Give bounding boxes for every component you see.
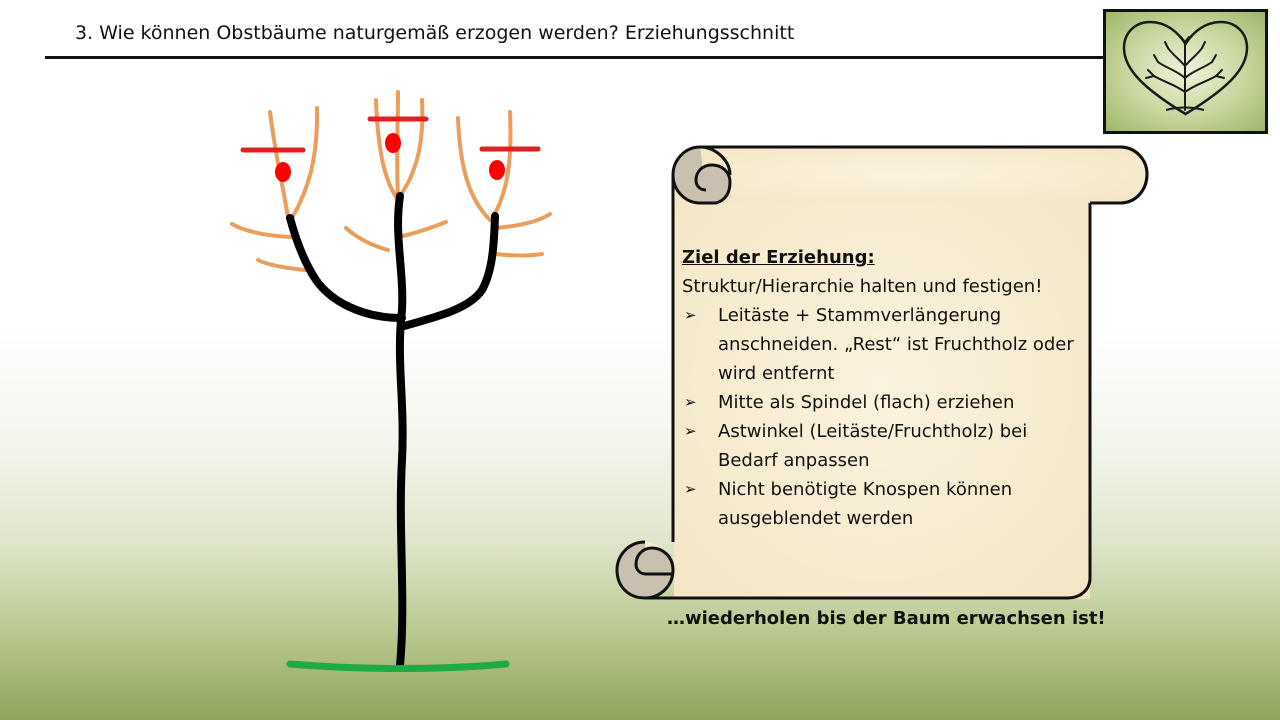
scroll-content: Ziel der Erziehung: Struktur/Hierarchie … (682, 243, 1082, 533)
logo (1103, 9, 1268, 134)
heart-tree-icon (1122, 20, 1249, 116)
title-divider (45, 56, 1105, 59)
scroll-subheading: Struktur/Hierarchie halten und festigen! (682, 276, 1043, 297)
arrow-bullet-icon: ➢ (684, 480, 697, 498)
point-list: ➢Leitäste + Stammverlängerung anschneide… (682, 301, 1082, 533)
ground-line (286, 660, 510, 672)
list-item: ➢Nicht benötigte Knospen können ausgeble… (682, 475, 1082, 533)
footer-note: …wiederholen bis der Baum erwachsen ist! (667, 608, 1106, 629)
scroll-heading: Ziel der Erziehung: (682, 247, 875, 268)
list-item: ➢Leitäste + Stammverlängerung anschneide… (682, 301, 1082, 388)
trunk-and-leaders (286, 192, 499, 669)
arrow-bullet-icon: ➢ (684, 422, 697, 440)
bud-marks (275, 133, 505, 182)
list-item: ➢Mitte als Spindel (flach) erziehen (682, 388, 1082, 417)
slide-title: 3. Wie können Obstbäume naturgemäß erzog… (75, 22, 795, 44)
arrow-bullet-icon: ➢ (684, 393, 697, 411)
cut-marks (240, 116, 541, 153)
list-item: ➢Astwinkel (Leitäste/Fruchtholz) bei Bed… (682, 417, 1082, 475)
arrow-bullet-icon: ➢ (684, 306, 697, 324)
